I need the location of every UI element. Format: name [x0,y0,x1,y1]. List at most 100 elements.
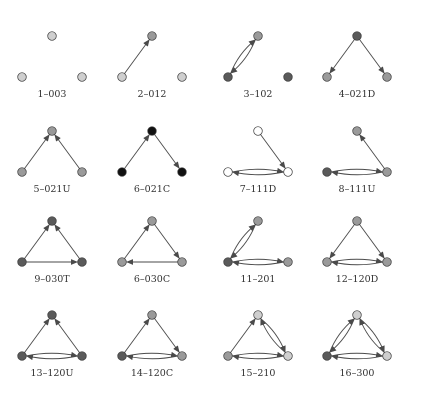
directed-edge [230,39,256,74]
graph-node [117,257,127,267]
directed-edge [329,318,355,353]
graph-node [17,257,27,267]
directed-edge [331,354,383,361]
directed-edge [126,351,178,358]
triad-panel: 14–120C [117,310,187,379]
triad-panel: 16–300 [322,310,392,379]
triad-label: 11–201 [241,274,276,285]
graph-node [17,167,27,177]
triad-label: 8–111U [339,184,376,195]
graph-node [322,72,332,82]
directed-edge [230,224,256,259]
triad-panel: 7–111D [223,126,293,195]
directed-edge [359,318,385,353]
graph-node [352,216,362,226]
graph-node [177,167,187,177]
graph-node [177,351,187,361]
directed-edge [230,39,256,74]
directed-edge [26,351,78,358]
graph-node [352,31,362,41]
directed-edge [232,170,284,177]
directed-edge [260,318,286,353]
directed-edge [359,224,385,259]
triad-label: 15–210 [241,368,276,379]
triad-label: 2–012 [138,89,167,100]
triad-panel: 2–012 [117,31,187,100]
triad-panel: 9–030T [17,216,87,285]
graph-node [147,126,157,136]
triad-label: 6–021C [134,184,170,195]
graph-node [352,126,362,136]
triad-panel: 11–201 [223,216,293,285]
triad-label: 6–030C [134,274,170,285]
directed-edge [154,224,180,259]
graph-node [77,257,87,267]
directed-edge [329,39,355,74]
triad-panel: 13–120U [17,310,87,379]
directed-edge [260,318,286,353]
triad-label: 4–021D [339,89,376,100]
directed-edge [232,167,284,174]
triad-label: 9–030T [34,274,70,285]
graph-node [47,216,57,226]
graph-node [147,310,157,320]
graph-node [253,126,263,136]
graph-node [253,216,263,226]
triad-label: 12–120D [336,274,379,285]
graph-node [253,31,263,41]
graph-node [223,72,233,82]
triad-panel: 3–102 [223,31,293,100]
graph-node [177,72,187,82]
graph-node [382,167,392,177]
directed-edge [329,318,355,353]
directed-edge [24,224,50,259]
graph-node [147,31,157,41]
graph-node [382,351,392,361]
directed-edge [331,257,383,264]
triad-panel: 8–111U [322,126,392,195]
graph-node [77,351,87,361]
graph-node [17,351,27,361]
graph-node [283,72,293,82]
directed-edge [124,318,150,353]
directed-edge [331,167,383,174]
directed-edge [230,318,256,353]
directed-edge [124,134,150,169]
graph-node [352,310,362,320]
graph-node [283,257,293,267]
directed-edge [232,260,284,267]
directed-edge [54,224,80,259]
triad-panel: 6–030C [117,216,187,285]
triad-label: 14–120C [131,368,173,379]
graph-node [47,310,57,320]
triad-panel: 15–210 [223,310,293,379]
triad-panel: 6–021C [117,126,187,195]
graph-node [382,257,392,267]
graph-node [47,31,57,41]
directed-edge [124,224,150,259]
directed-edge [26,354,78,361]
graph-node [322,167,332,177]
directed-edge [359,134,385,169]
directed-edge [54,134,80,169]
directed-edge [359,39,385,74]
directed-edge [154,134,180,169]
graph-node [223,167,233,177]
triad-panel: 12–120D [322,216,392,285]
graph-node [283,167,293,177]
graph-node [17,72,27,82]
graph-node [177,257,187,267]
directed-edge [154,318,180,353]
graph-node [117,167,127,177]
directed-edge [24,134,50,169]
directed-edge [331,170,383,177]
directed-edge [232,354,284,361]
triad-label: 1–003 [38,89,67,100]
directed-edge [329,224,355,259]
directed-edge [232,351,284,358]
triad-label: 5–021U [34,184,71,195]
triad-panel: 1–003 [17,31,87,100]
triad-label: 16–300 [340,368,375,379]
directed-edge [331,260,383,267]
